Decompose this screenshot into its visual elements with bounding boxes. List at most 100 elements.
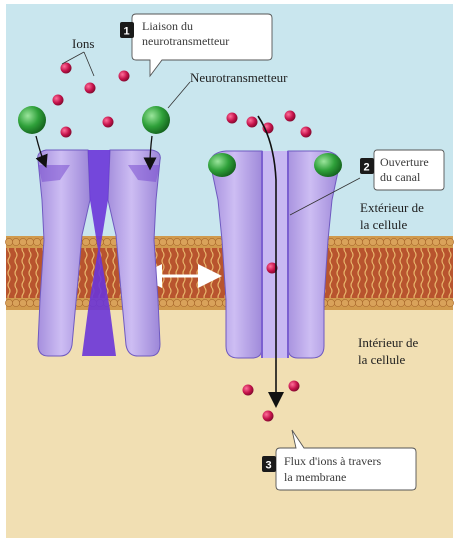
outside-cell-label-line1: Extérieur de	[360, 200, 424, 215]
open-channel	[209, 150, 341, 359]
lipid-head	[348, 238, 356, 246]
lipid-head	[187, 238, 195, 246]
callout-2-line1: Ouverture	[380, 155, 429, 169]
callout-3: 3 Flux d'ions à travers la membrane	[262, 429, 417, 491]
lipid-head	[383, 238, 391, 246]
lipid-head	[89, 238, 97, 246]
ions-label: Ions	[72, 36, 94, 51]
lipid-head	[194, 238, 202, 246]
lipid-head	[26, 238, 34, 246]
lipid-head	[215, 299, 223, 307]
lipid-head	[369, 238, 377, 246]
ion-flow-arrow	[257, 115, 284, 408]
lipid-head	[390, 238, 398, 246]
callout-1-line2: neurotransmetteur	[142, 34, 229, 48]
ion	[284, 110, 296, 122]
lipid-head	[348, 299, 356, 307]
lipid-head	[82, 299, 90, 307]
callout-2-line2: du canal	[380, 170, 421, 184]
ion	[226, 112, 238, 124]
binding-arrow-left	[35, 135, 48, 169]
binding-arrow-right	[143, 135, 157, 171]
neurotransmitter-molecules	[18, 106, 342, 177]
closed-channel	[37, 149, 161, 357]
ion	[242, 384, 254, 396]
lipid-head	[425, 299, 433, 307]
lipid-head	[383, 299, 391, 307]
lipid-head	[173, 238, 181, 246]
ions	[52, 62, 312, 422]
callout-3-number: 3	[266, 460, 272, 472]
lipid-head	[187, 299, 195, 307]
lipid-head	[341, 299, 349, 307]
lipid-head	[397, 238, 405, 246]
inside-cell-label-line2: la cellule	[358, 352, 406, 367]
lipid-head	[334, 238, 342, 246]
lipid-head	[159, 299, 167, 307]
ion	[52, 94, 64, 106]
lipid-head	[180, 238, 188, 246]
ions-pointer-2	[83, 51, 95, 77]
ion	[84, 82, 96, 94]
ion	[118, 70, 130, 82]
lipid-head	[201, 299, 209, 307]
callout-3-line1: Flux d'ions à travers	[284, 454, 381, 468]
lipid-head	[425, 238, 433, 246]
ion	[262, 410, 274, 422]
lipid-head	[33, 238, 41, 246]
lipid-head	[369, 299, 377, 307]
lipid-head	[201, 238, 209, 246]
lipid-head	[432, 299, 440, 307]
lipid-head	[362, 238, 370, 246]
lipid-head	[411, 238, 419, 246]
lipid-head	[26, 299, 34, 307]
ion	[60, 126, 72, 138]
lipid-head	[439, 299, 447, 307]
lipid-head	[19, 238, 27, 246]
lipid-head	[159, 238, 167, 246]
lipid-head	[341, 238, 349, 246]
lipid-head	[12, 299, 20, 307]
outside-cell-label-line2: la cellule	[360, 217, 408, 232]
callout-1: 1 Liaison du neurotransmetteur	[120, 13, 273, 78]
lipid-head	[355, 238, 363, 246]
lipid-head	[334, 299, 342, 307]
callout-2-number-badge	[360, 158, 374, 174]
lipid-head	[446, 299, 454, 307]
lipid-head	[5, 299, 13, 307]
callout-3-line2: la membrane	[284, 470, 346, 484]
callout-2-number: 2	[364, 162, 370, 174]
ion	[60, 62, 72, 74]
lipid-head	[180, 299, 188, 307]
lipid-head	[327, 299, 335, 307]
lipid-head	[418, 238, 426, 246]
lipid-head	[355, 299, 363, 307]
neurotransmitter-label: Neurotransmetteur	[190, 70, 288, 85]
lipid-head	[166, 299, 174, 307]
lipid-head	[418, 299, 426, 307]
ion	[266, 262, 278, 274]
callout-1-line1: Liaison du	[142, 19, 193, 33]
callout-2-pointer	[289, 177, 361, 216]
callout-1-number-badge	[120, 22, 134, 38]
lipid-head	[208, 238, 216, 246]
lipid-head	[439, 238, 447, 246]
lipid-head	[390, 299, 398, 307]
lipid-head	[82, 238, 90, 246]
lipid-head	[376, 238, 384, 246]
lipid-head	[110, 299, 118, 307]
lipid-head	[19, 299, 27, 307]
inside-cell-label-line1: Intérieur de	[358, 335, 419, 350]
lipid-head	[5, 238, 13, 246]
callout-1-number: 1	[124, 26, 130, 38]
lipid-head	[446, 238, 454, 246]
lipid-head	[376, 299, 384, 307]
lipid-head	[166, 238, 174, 246]
lipid-head	[103, 238, 111, 246]
ion	[300, 126, 312, 138]
lipid-head	[432, 238, 440, 246]
ion	[102, 116, 114, 128]
lipid-head	[208, 299, 216, 307]
